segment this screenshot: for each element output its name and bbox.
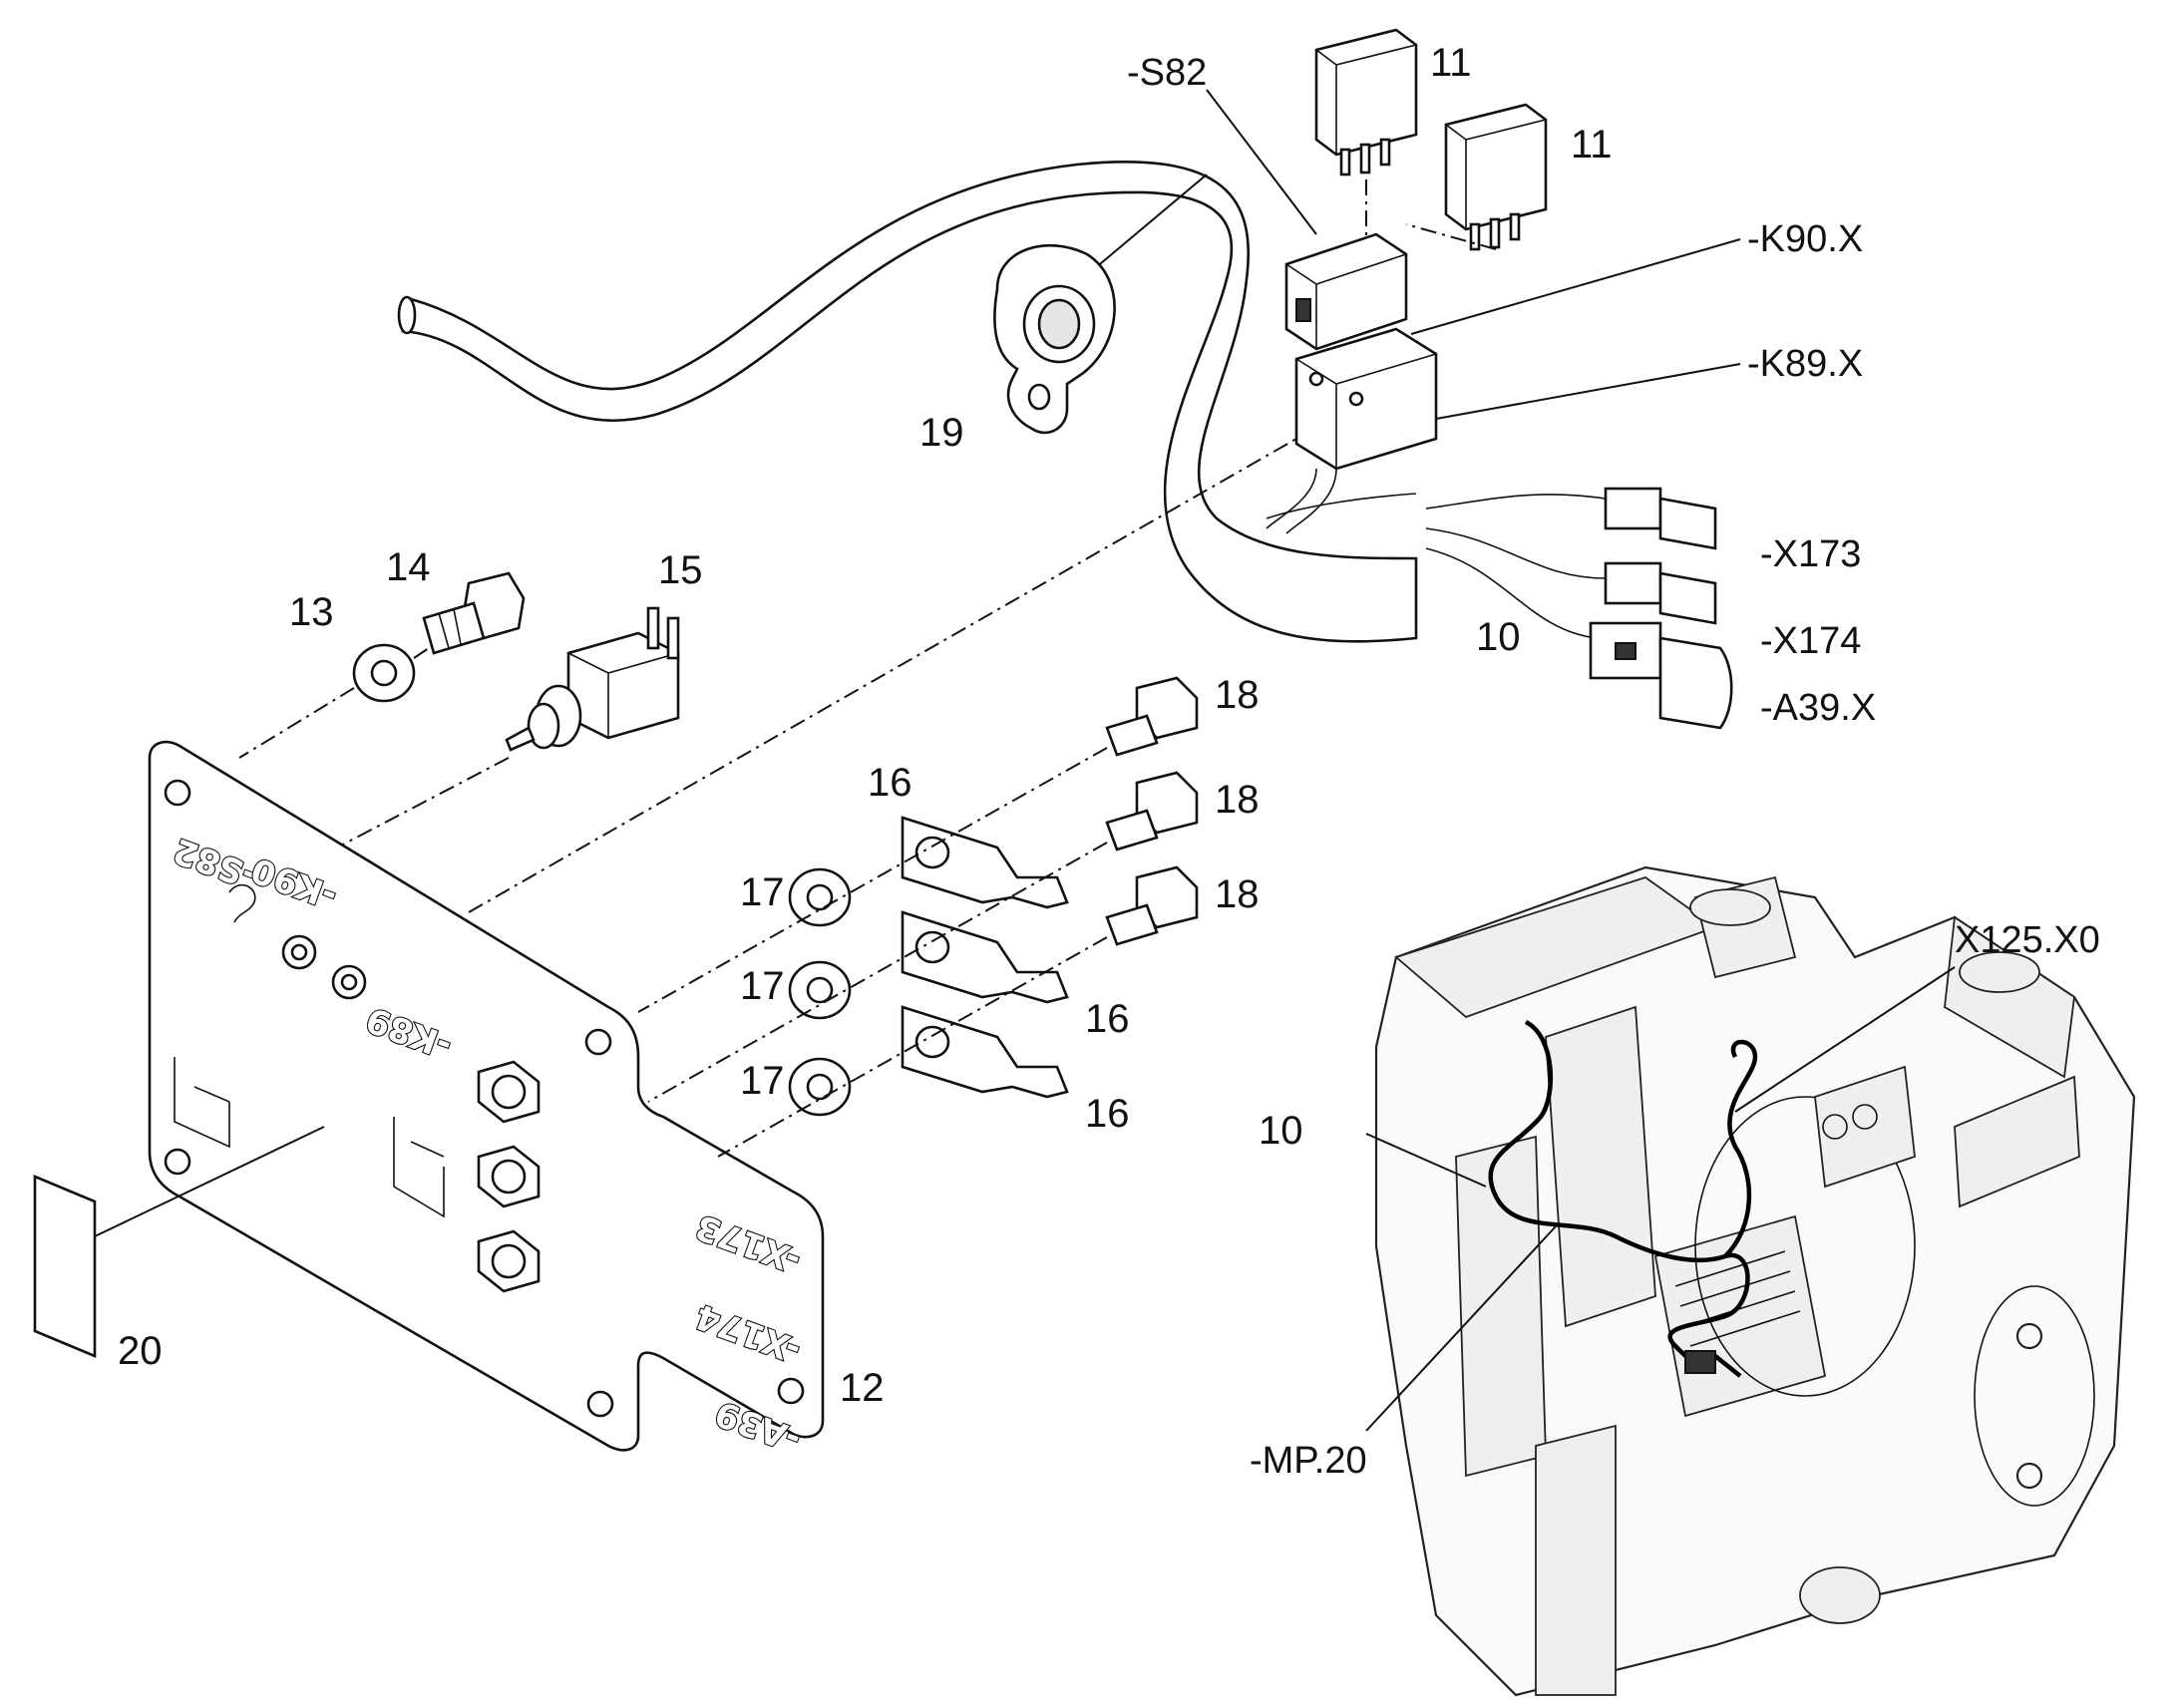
washer-17-c bbox=[788, 1057, 852, 1117]
callout-10-machine: 10 bbox=[1259, 1109, 1303, 1153]
connector-x173 bbox=[1425, 487, 1717, 550]
callout-15: 15 bbox=[658, 548, 703, 592]
callout-17-b: 17 bbox=[740, 964, 785, 1008]
callout-11-b: 11 bbox=[1571, 123, 1613, 167]
ring-terminal-16-c bbox=[901, 1005, 1069, 1099]
ref-x174: -X174 bbox=[1760, 620, 1861, 662]
bolt18b-axis bbox=[647, 842, 1108, 1103]
callout-16-c: 16 bbox=[1085, 1092, 1130, 1136]
relay-socket-k89 bbox=[1294, 327, 1438, 471]
callout-13: 13 bbox=[289, 590, 334, 634]
callout-10-harness: 10 bbox=[1476, 615, 1521, 659]
callout-16-a: 16 bbox=[868, 761, 912, 805]
washer-13 bbox=[352, 643, 416, 703]
toggle-switch-15 bbox=[505, 606, 680, 752]
callout-12: 12 bbox=[840, 1366, 885, 1410]
callout-17-a: 17 bbox=[740, 870, 785, 914]
leader-harness-clamp bbox=[1081, 173, 1208, 280]
bolt-18-b bbox=[1105, 771, 1199, 852]
ref-mp20: -MP.20 bbox=[1250, 1440, 1367, 1482]
ref-a39x: -A39.X bbox=[1760, 687, 1876, 729]
washer-17-b bbox=[788, 960, 852, 1020]
bolt-18-a bbox=[1105, 676, 1199, 757]
label-decal-20 bbox=[33, 1175, 97, 1358]
callout-11-a: 11 bbox=[1430, 41, 1472, 85]
ref-k89x: -K89.X bbox=[1747, 343, 1863, 385]
wire-harness bbox=[397, 161, 1418, 643]
socket-wire-2 bbox=[1285, 468, 1337, 534]
machine-connector bbox=[1684, 1350, 1716, 1374]
callout-19: 19 bbox=[919, 411, 964, 455]
relay-11-a bbox=[1314, 28, 1418, 176]
bolt-axis-to-plate bbox=[238, 687, 355, 759]
ref-x173: -X173 bbox=[1760, 533, 1861, 575]
callout-18-a: 18 bbox=[1215, 673, 1260, 717]
relay-11-b bbox=[1444, 103, 1548, 251]
plate-to-socket-axis bbox=[468, 438, 1297, 913]
bolt18a-axis bbox=[637, 747, 1108, 1013]
relay-b-axis bbox=[1405, 223, 1497, 250]
bolt-14 bbox=[422, 571, 526, 655]
leader-machine-10 bbox=[1365, 1133, 1487, 1188]
ring-terminal-16-b bbox=[901, 910, 1069, 1004]
socket-wire-1 bbox=[1266, 468, 1317, 529]
leader-k89x bbox=[1435, 363, 1741, 420]
callout-20: 20 bbox=[118, 1329, 163, 1373]
callout-18-c: 18 bbox=[1215, 872, 1260, 916]
cable-clamp-19 bbox=[993, 243, 1116, 435]
bolt18c-axis bbox=[717, 936, 1108, 1158]
leader-x125x0 bbox=[1734, 966, 1956, 1113]
bolt-axis bbox=[413, 647, 430, 659]
callout-16-b: 16 bbox=[1085, 997, 1130, 1041]
ref-x125x0: X125.X0 bbox=[1955, 919, 2100, 961]
callout-17-c: 17 bbox=[740, 1059, 785, 1103]
washer-17-a bbox=[788, 867, 852, 927]
callout-18-b: 18 bbox=[1215, 778, 1260, 822]
ref-s82: -S82 bbox=[1127, 52, 1207, 94]
ring-terminal-16-a bbox=[901, 816, 1069, 909]
leader-mp20 bbox=[1365, 1225, 1557, 1432]
machine-harness-10 bbox=[1488, 1019, 1758, 1378]
ref-k90x: -K90.X bbox=[1747, 218, 1863, 260]
connector-a39 bbox=[1425, 547, 1733, 730]
machine-chassis bbox=[1374, 865, 2136, 1697]
connector-x174 bbox=[1425, 527, 1717, 625]
relay-socket-k90 bbox=[1284, 232, 1408, 351]
leader-s82 bbox=[1206, 89, 1317, 235]
mounting-plate-12 bbox=[148, 741, 825, 1452]
leader-k90x bbox=[1410, 238, 1741, 335]
bolt-18-c bbox=[1105, 865, 1199, 946]
leader-label-20 bbox=[94, 1126, 325, 1237]
callout-14: 14 bbox=[386, 545, 431, 589]
